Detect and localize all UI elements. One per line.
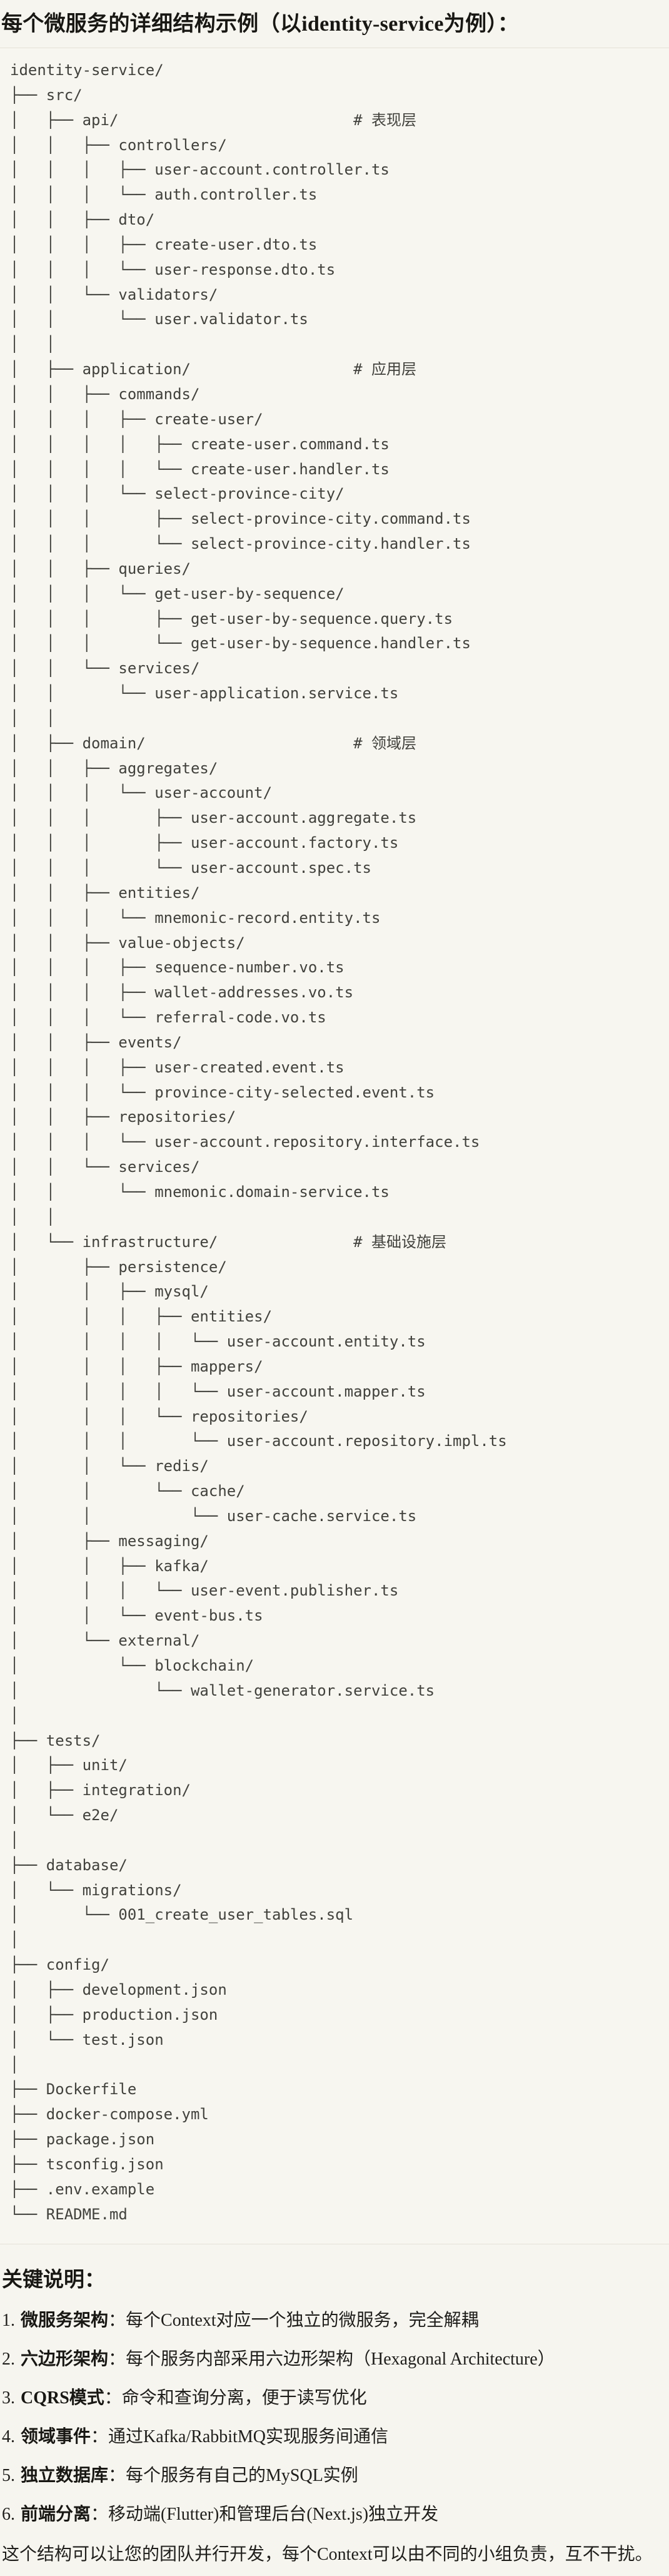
item-term: CQRS模式 bbox=[21, 2388, 104, 2408]
item-number: 6. bbox=[2, 2505, 15, 2525]
item-term: 六边形架构 bbox=[21, 2349, 109, 2370]
notes-heading: 关键说明： bbox=[2, 2269, 105, 2292]
item-number: 1. bbox=[2, 2311, 15, 2331]
item-number: 4. bbox=[2, 2427, 15, 2447]
page-title: 每个微服务的详细结构示例（以identity-service为例）： bbox=[1, 13, 520, 36]
item-description: ：命令和查询分离，便于读写优化 bbox=[104, 2388, 367, 2408]
item-description: ：移动端(Flutter)和管理后台(Next.js)独立开发 bbox=[91, 2505, 439, 2525]
list-item: 1. 微服务架构：每个Context对应一个独立的微服务，完全解耦 bbox=[2, 2308, 669, 2334]
item-term: 前端分离 bbox=[21, 2505, 91, 2525]
code-block: identity-service/ ├── src/ │ ├── api/ # … bbox=[0, 48, 669, 2245]
notes-section: 关键说明： 1. 微服务架构：每个Context对应一个独立的微服务，完全解耦 2… bbox=[0, 2267, 669, 2568]
item-number: 3. bbox=[2, 2388, 15, 2408]
item-number: 5. bbox=[2, 2466, 15, 2486]
item-term: 独立数据库 bbox=[21, 2466, 109, 2486]
list-item: 2. 六边形架构：每个服务内部采用六边形架构（Hexagonal Architec… bbox=[2, 2346, 669, 2373]
notes-list: 1. 微服务架构：每个Context对应一个独立的微服务，完全解耦 2. 六边形架构… bbox=[2, 2308, 669, 2528]
item-term: 微服务架构 bbox=[21, 2311, 109, 2331]
item-term: 领域事件 bbox=[21, 2427, 91, 2447]
list-item: 4. 领域事件：通过Kafka/RabbitMQ实现服务间通信 bbox=[2, 2424, 669, 2450]
list-item: 6. 前端分离：移动端(Flutter)和管理后台(Next.js)独立开发 bbox=[2, 2502, 669, 2528]
directory-tree: identity-service/ ├── src/ │ ├── api/ # … bbox=[10, 61, 507, 2223]
notes-footer: 这个结构可以让您的团队并行开发，每个Context可以由不同的小组负责，互不干扰… bbox=[2, 2545, 653, 2565]
item-description: ：每个服务有自己的MySQL实例 bbox=[108, 2466, 358, 2486]
list-item: 3. CQRS模式：命令和查询分离，便于读写优化 bbox=[2, 2385, 669, 2411]
list-item: 5. 独立数据库：每个服务有自己的MySQL实例 bbox=[2, 2463, 669, 2489]
item-description: ：每个服务内部采用六边形架构（Hexagonal Architecture） bbox=[108, 2349, 555, 2370]
item-number: 2. bbox=[2, 2349, 15, 2370]
item-description: ：通过Kafka/RabbitMQ实现服务间通信 bbox=[91, 2427, 388, 2447]
item-description: ：每个Context对应一个独立的微服务，完全解耦 bbox=[108, 2311, 479, 2331]
